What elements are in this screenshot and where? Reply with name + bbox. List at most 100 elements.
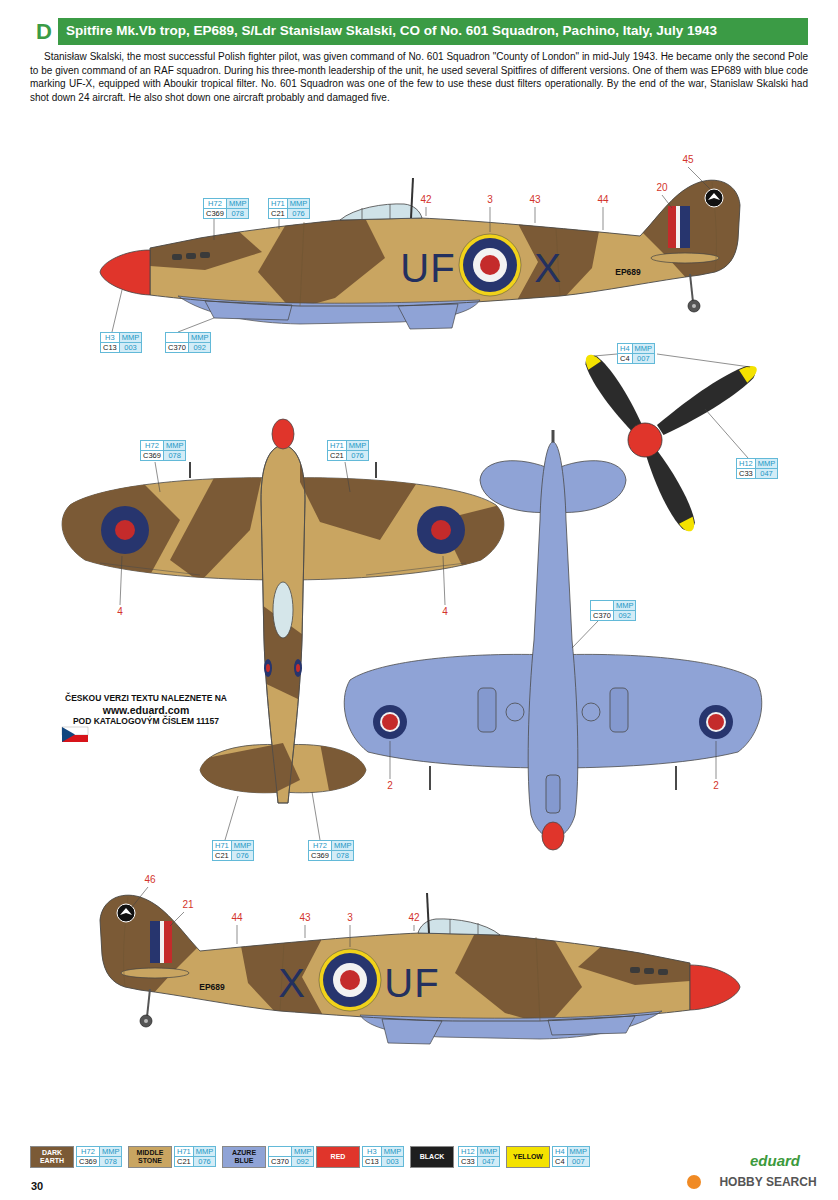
paint-code: 078 xyxy=(99,1156,122,1166)
serial-number: EP689 xyxy=(615,267,641,277)
leader-lines xyxy=(662,195,672,208)
leader-lines xyxy=(279,219,280,229)
legend-text: DARK EARTH xyxy=(31,1149,73,1165)
paint-code: 078 xyxy=(163,450,186,460)
top-view xyxy=(101,506,149,554)
paint-code: H72 xyxy=(309,841,331,850)
code-letter: X xyxy=(278,962,306,1004)
color-code-box: H72MMPC369078 xyxy=(308,840,354,861)
top-view xyxy=(261,445,305,803)
propeller xyxy=(654,360,760,439)
top-view xyxy=(115,520,135,540)
color-code-box: H71MMPC21076 xyxy=(268,198,310,219)
paint-code: MMP xyxy=(291,1147,314,1156)
description-text: Stanisław Skalski, the most successful P… xyxy=(30,50,808,104)
callout-number: 43 xyxy=(299,912,310,924)
paint-code: H71 xyxy=(328,441,346,450)
paint-code: 092 xyxy=(613,610,636,620)
paint-code: MMP xyxy=(632,344,655,353)
leader-lines xyxy=(443,556,445,605)
code-letter: UF xyxy=(384,962,439,1004)
color-code-box: H71MMPC21076 xyxy=(174,1146,216,1167)
paint-code: H3 xyxy=(363,1147,381,1156)
brand-logo: eduard xyxy=(750,1152,800,1169)
color-code-box: H4MMPC4007 xyxy=(552,1146,590,1167)
callout-number: 43 xyxy=(529,194,540,206)
leader-lines xyxy=(688,167,710,189)
paint-code: H72 xyxy=(204,199,226,208)
leader-lines xyxy=(345,462,350,492)
bottom-view xyxy=(706,712,726,732)
paint-code: H72 xyxy=(141,441,163,450)
legend-swatch: DARK EARTH xyxy=(30,1146,74,1168)
web-address: www.eduard.com xyxy=(103,704,190,716)
callout-number: 45 xyxy=(682,154,693,166)
watermark: HOBBY SEARCH xyxy=(719,1175,816,1189)
leader-lines xyxy=(170,912,184,926)
leader-lines xyxy=(112,167,750,947)
top-view xyxy=(431,520,451,540)
callout-number: 44 xyxy=(597,194,608,206)
paint-code: C369 xyxy=(141,450,163,460)
paint-code: C21 xyxy=(175,1156,193,1166)
header-band xyxy=(30,18,808,45)
color-code-box: H71MMPC21076 xyxy=(327,440,369,461)
propeller xyxy=(579,349,762,535)
paint-code: 007 xyxy=(567,1156,590,1166)
bottom-view xyxy=(542,822,564,850)
callout-number: 4 xyxy=(442,606,448,618)
color-code-box: H3MMPC13003 xyxy=(362,1146,404,1167)
leader-lines xyxy=(705,409,748,458)
legend-text: YELLOW xyxy=(513,1153,543,1161)
leader-lines xyxy=(657,354,750,367)
paint-code: C21 xyxy=(328,450,346,460)
leader-lines xyxy=(414,925,415,931)
paint-code: H12 xyxy=(737,459,755,468)
header-band xyxy=(30,18,808,45)
top-view xyxy=(100,563,466,575)
leader-lines xyxy=(572,621,598,648)
bottom-view xyxy=(546,775,560,813)
legend-text: MIDDLE STONE xyxy=(129,1149,171,1165)
top-view xyxy=(417,506,465,554)
propeller xyxy=(628,423,662,457)
paint-code: MMP xyxy=(567,1147,590,1156)
paint-code: MMP xyxy=(477,1147,500,1156)
callout-number: 3 xyxy=(487,194,493,206)
paint-code: 076 xyxy=(287,208,310,218)
paint-code: C369 xyxy=(309,850,331,860)
leader-lines xyxy=(237,925,238,944)
top-view xyxy=(62,480,180,575)
color-code-box: MMPC370092 xyxy=(165,332,211,353)
paint-code: C13 xyxy=(101,342,119,352)
paint-code: H3 xyxy=(101,333,119,342)
paint-code: 092 xyxy=(291,1156,314,1166)
paint-code: H71 xyxy=(269,199,287,208)
bottom-view xyxy=(429,766,431,790)
bottom-view xyxy=(675,766,677,790)
paint-code: H4 xyxy=(618,344,632,353)
paint-code: C369 xyxy=(77,1156,99,1166)
paint-code: 078 xyxy=(226,208,249,218)
callout-number: 2 xyxy=(387,780,393,792)
legend-swatch: YELLOW xyxy=(506,1146,550,1168)
paint-code: MMP xyxy=(381,1147,404,1156)
callout-number: 46 xyxy=(144,874,155,886)
top-view xyxy=(273,582,293,638)
paint-code: 003 xyxy=(119,342,142,352)
top-view xyxy=(189,462,191,478)
leader-lines xyxy=(535,207,536,223)
propeller xyxy=(654,359,762,439)
top-view xyxy=(294,659,302,677)
side-view-left xyxy=(100,172,745,329)
top-view xyxy=(320,743,370,796)
top-view xyxy=(266,664,270,672)
paint-code: MMP xyxy=(99,1147,122,1156)
legend-text: BLACK xyxy=(420,1153,445,1161)
leader-lines xyxy=(390,741,391,779)
paint-code: H4 xyxy=(553,1147,567,1156)
legend-swatch: BLACK xyxy=(410,1146,454,1168)
watermark-logo xyxy=(687,1175,701,1189)
